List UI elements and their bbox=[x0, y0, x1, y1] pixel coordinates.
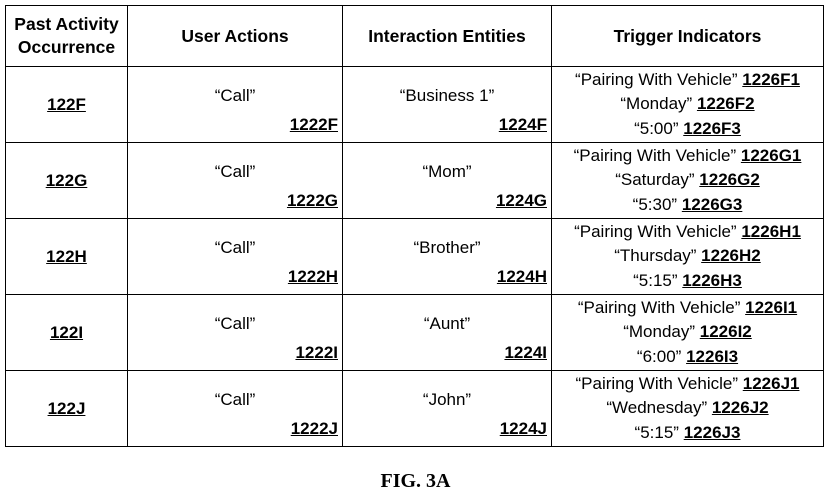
occurrence-cell: 122I bbox=[5, 294, 128, 371]
trigger-ref: 1226G1 bbox=[740, 145, 802, 165]
occurrence-cell: 122J bbox=[5, 370, 128, 447]
table-row: 122G “Call” 1222G “Mom” 1224G “Pairing W… bbox=[5, 142, 824, 219]
trigger-text: “5:30” bbox=[632, 194, 678, 214]
trigger-text: “Monday” bbox=[623, 322, 696, 342]
trigger-ref: 1226F3 bbox=[683, 118, 741, 138]
user-action-ref: 1222I bbox=[295, 343, 338, 362]
trigger-text: “Pairing With Vehicle” bbox=[577, 297, 741, 317]
trigger-indicators-cell: “Pairing With Vehicle” 1226F1 “Monday” 1… bbox=[551, 66, 824, 143]
user-action-value: “Call” bbox=[214, 390, 256, 409]
user-action-cell: “Call” 1222J bbox=[127, 370, 343, 447]
trigger-line: “5:15” 1226J3 bbox=[552, 421, 823, 446]
user-action-ref: 1222H bbox=[287, 267, 338, 286]
table-row: 122J “Call” 1222J “John” 1224J “Pairing … bbox=[5, 370, 824, 447]
trigger-line: “Monday” 1226F2 bbox=[552, 92, 823, 117]
trigger-ref: 1226H2 bbox=[701, 246, 761, 266]
table-row: 122F “Call” 1222F “Business 1” 1224F “Pa… bbox=[5, 66, 824, 143]
user-action-cell: “Call” 1222H bbox=[127, 218, 343, 295]
user-action-ref: 1222G bbox=[286, 191, 338, 210]
trigger-text: “Pairing With Vehicle” bbox=[573, 145, 737, 165]
interaction-entity-ref: 1224H bbox=[496, 267, 547, 286]
occurrence-cell: 122G bbox=[5, 142, 128, 219]
trigger-ref: 1226I2 bbox=[699, 322, 752, 342]
trigger-text: “Pairing With Vehicle” bbox=[575, 69, 738, 89]
interaction-entity-cell: “Aunt” 1224I bbox=[342, 294, 552, 371]
user-action-ref: 1222F bbox=[289, 115, 338, 134]
trigger-text: “Saturday” bbox=[615, 170, 695, 190]
figure-caption: FIG. 3A bbox=[380, 470, 451, 492]
user-action-value: “Call” bbox=[214, 314, 256, 333]
trigger-line: “5:15” 1226H3 bbox=[552, 269, 823, 294]
interaction-entity-ref: 1224I bbox=[504, 343, 547, 362]
table-row: 122I “Call” 1222I “Aunt” 1224I “Pairing … bbox=[5, 294, 824, 371]
trigger-indicators-cell: “Pairing With Vehicle” 1226G1 “Saturday”… bbox=[551, 142, 824, 219]
interaction-entity-cell: “Business 1” 1224F bbox=[342, 66, 552, 143]
trigger-text: “5:15” bbox=[634, 422, 679, 442]
user-action-value: “Call” bbox=[214, 238, 256, 257]
trigger-ref: 1226H3 bbox=[682, 270, 742, 290]
trigger-line: “Thursday” 1226H2 bbox=[552, 244, 823, 269]
trigger-text: “6:00” bbox=[636, 346, 682, 366]
user-action-ref: 1222J bbox=[290, 419, 338, 438]
trigger-line: “5:00” 1226F3 bbox=[552, 117, 823, 142]
trigger-line: “Pairing With Vehicle” 1226G1 bbox=[552, 144, 823, 169]
interaction-entity-ref: 1224F bbox=[498, 115, 547, 134]
header-trigger-indicators: Trigger Indicators bbox=[551, 5, 824, 67]
trigger-ref: 1226I1 bbox=[745, 297, 798, 317]
trigger-line: “Wednesday” 1226J2 bbox=[552, 396, 823, 421]
interaction-entity-cell: “John” 1224J bbox=[342, 370, 552, 447]
user-action-value: “Call” bbox=[214, 86, 256, 105]
table-row: 122H “Call” 1222H “Brother” 1224H “Pairi… bbox=[5, 218, 824, 295]
header-user-actions: User Actions bbox=[127, 5, 343, 67]
user-action-cell: “Call” 1222F bbox=[127, 66, 343, 143]
interaction-entity-cell: “Mom” 1224G bbox=[342, 142, 552, 219]
trigger-indicators-cell: “Pairing With Vehicle” 1226I1 “Monday” 1… bbox=[551, 294, 824, 371]
trigger-text: “5:00” bbox=[634, 118, 679, 138]
trigger-text: “Wednesday” bbox=[606, 398, 708, 418]
interaction-entity-value: “Business 1” bbox=[399, 86, 495, 105]
trigger-text: “Pairing With Vehicle” bbox=[574, 221, 737, 241]
trigger-line: “Pairing With Vehicle” 1226H1 bbox=[552, 220, 823, 245]
interaction-entity-value: “Mom” bbox=[422, 162, 472, 181]
trigger-line: “Saturday” 1226G2 bbox=[552, 168, 823, 193]
header-past-activity-occurrence: Past Activity Occurrence bbox=[5, 5, 128, 67]
trigger-ref: 1226I3 bbox=[686, 346, 739, 366]
activity-table: Past Activity Occurrence User Actions In… bbox=[5, 5, 824, 447]
header-interaction-entities: Interaction Entities bbox=[342, 5, 552, 67]
user-action-cell: “Call” 1222G bbox=[127, 142, 343, 219]
trigger-ref: 1226F2 bbox=[696, 94, 755, 114]
trigger-ref: 1226J1 bbox=[742, 373, 800, 393]
interaction-entity-cell: “Brother” 1224H bbox=[342, 218, 552, 295]
interaction-entity-value: “Aunt” bbox=[423, 314, 471, 333]
trigger-line: “Pairing With Vehicle” 1226I1 bbox=[552, 296, 823, 321]
trigger-indicators-cell: “Pairing With Vehicle” 1226J1 “Wednesday… bbox=[551, 370, 824, 447]
trigger-ref: 1226J3 bbox=[683, 422, 741, 442]
user-action-value: “Call” bbox=[214, 162, 256, 181]
trigger-ref: 1226G3 bbox=[681, 194, 743, 214]
occurrence-cell: 122F bbox=[5, 66, 128, 143]
trigger-ref: 1226G2 bbox=[699, 170, 760, 190]
trigger-text: “5:15” bbox=[633, 270, 678, 290]
trigger-ref: 1226J2 bbox=[711, 398, 769, 418]
trigger-line: “6:00” 1226I3 bbox=[552, 345, 823, 370]
trigger-text: “Pairing With Vehicle” bbox=[575, 373, 739, 393]
interaction-entity-ref: 1224G bbox=[495, 191, 547, 210]
trigger-line: “Pairing With Vehicle” 1226F1 bbox=[552, 68, 823, 93]
trigger-line: “Monday” 1226I2 bbox=[552, 320, 823, 345]
trigger-indicators-cell: “Pairing With Vehicle” 1226H1 “Thursday”… bbox=[551, 218, 824, 295]
occurrence-cell: 122H bbox=[5, 218, 128, 295]
header-row: Past Activity Occurrence User Actions In… bbox=[5, 5, 824, 67]
interaction-entity-value: “Brother” bbox=[413, 238, 481, 257]
trigger-text: “Thursday” bbox=[614, 246, 697, 266]
trigger-line: “5:30” 1226G3 bbox=[552, 193, 823, 218]
trigger-ref: 1226F1 bbox=[742, 69, 800, 89]
interaction-entity-ref: 1224J bbox=[499, 419, 547, 438]
trigger-ref: 1226H1 bbox=[741, 221, 801, 241]
user-action-cell: “Call” 1222I bbox=[127, 294, 343, 371]
interaction-entity-value: “John” bbox=[422, 390, 472, 409]
trigger-line: “Pairing With Vehicle” 1226J1 bbox=[552, 372, 823, 397]
trigger-text: “Monday” bbox=[620, 94, 693, 114]
